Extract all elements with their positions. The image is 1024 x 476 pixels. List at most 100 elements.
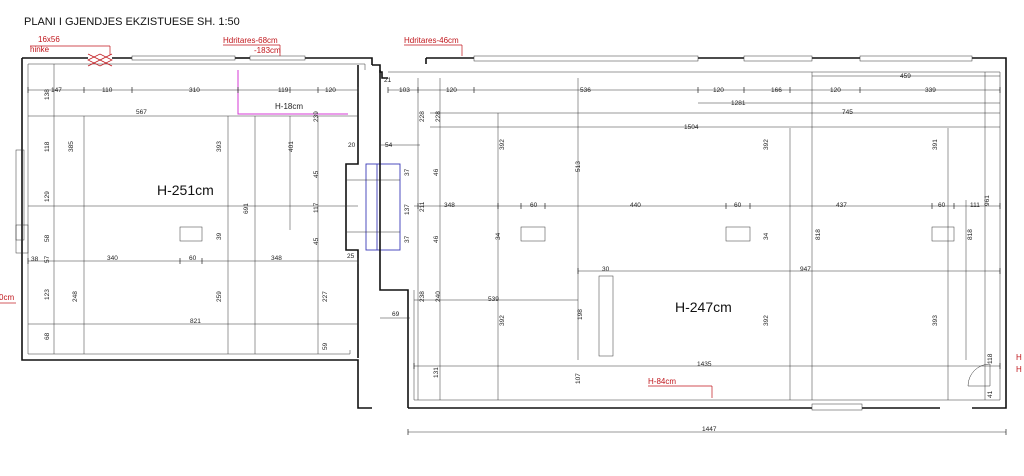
windowsill-right: Hdritares-46cm <box>404 36 459 45</box>
dimension-label: 393 <box>932 315 939 326</box>
dimension-label: 391 <box>932 139 939 150</box>
dimension-label: 58 <box>44 234 51 242</box>
dimension-label: 25 <box>347 253 355 260</box>
dimension-label: 393 <box>216 141 223 152</box>
windowsill-left-a: Hdritares-68cm <box>223 36 278 45</box>
dimension-label: 239 <box>313 111 320 122</box>
dimension-label: 961 <box>984 195 991 206</box>
dimension-label: 118 <box>987 353 994 364</box>
dim-vlines <box>53 64 986 400</box>
partition-block <box>345 64 401 358</box>
dimension-label: 401 <box>288 141 295 152</box>
dimension-label: 340 <box>107 255 118 262</box>
annotations: 16x56 hinke Hdritares-68cm -183cm Hdrita… <box>0 35 1022 398</box>
tick-marks <box>27 87 1007 435</box>
dimension-label: 818 <box>815 229 822 240</box>
dimension-label: 240 <box>435 291 442 302</box>
dimension-label: 348 <box>444 202 455 209</box>
dimension-label: 60 <box>530 202 538 209</box>
dimension-label: 348 <box>271 255 282 262</box>
right-dimensions: 21 103 120 536 120 166 120 339 459 1281 … <box>384 73 994 433</box>
plan-title: PLANI I GJENDJES EKZISTUESE SH. 1:50 <box>24 16 240 28</box>
dimension-label: 60 <box>938 202 946 209</box>
dimension-label: H-18cm <box>275 102 303 111</box>
dimension-label: 110 <box>102 87 113 94</box>
right-column-2 <box>725 226 751 242</box>
left-dimensions: 147 110 310 119 120 567 20 38 340 60 348… <box>31 87 356 350</box>
left-room-walls <box>15 55 373 409</box>
dimension-label: 536 <box>580 87 591 94</box>
dimension-label: 198 <box>577 309 584 320</box>
dimension-label: 138 <box>44 89 51 100</box>
dimension-label: 539 <box>488 296 499 303</box>
dimension-label: 37 <box>404 168 411 176</box>
dimension-label: 228 <box>419 111 426 122</box>
dimension-label: 119 <box>278 87 289 94</box>
dimension-label: 310 <box>189 87 200 94</box>
dimension-label: 440 <box>630 202 641 209</box>
dimension-label: 437 <box>836 202 847 209</box>
dimension-label: 34 <box>763 232 770 240</box>
right-edge-note-a: H <box>1016 353 1022 362</box>
right-column-3 <box>931 226 955 242</box>
dimension-label: 1435 <box>697 361 712 368</box>
dimension-label: 392 <box>763 139 770 150</box>
dim-lines <box>28 75 1006 433</box>
dimension-label: 120 <box>325 87 336 94</box>
dimension-label: 60 <box>734 202 742 209</box>
dimension-label: 21 <box>384 77 392 84</box>
window-size-note: 16x56 <box>38 35 60 44</box>
dimension-label: 211 <box>419 201 426 212</box>
dimension-label: 20 <box>348 142 356 149</box>
dimension-label: 513 <box>575 161 582 172</box>
dimension-label: 38 <box>31 256 39 263</box>
dimension-label: 118 <box>44 141 51 152</box>
dimension-label: 129 <box>44 191 51 202</box>
dimension-label: 37 <box>404 235 411 243</box>
right-column-1 <box>520 226 546 242</box>
left-column <box>179 226 203 242</box>
dimension-label: 111 <box>970 202 980 209</box>
dimension-label: 34 <box>495 232 502 240</box>
dimension-label: 1504 <box>684 124 699 131</box>
dimension-label: 103 <box>399 87 410 94</box>
dimension-label: 57 <box>44 255 51 263</box>
dimension-label: 60 <box>189 255 197 262</box>
dimension-label: 117 <box>313 202 320 213</box>
dimension-label: 238 <box>419 291 426 302</box>
dimension-label: 41 <box>987 390 994 398</box>
beam-outline <box>237 70 348 115</box>
dimension-label: 46 <box>433 168 440 176</box>
dimension-label: 107 <box>575 373 582 384</box>
dimension-label: 123 <box>44 289 51 300</box>
dimension-label: 1281 <box>731 100 746 107</box>
right-edge-note-b: H <box>1016 365 1022 374</box>
dimension-label: 1447 <box>702 426 717 433</box>
windowsill-left-b: -183cm <box>254 46 281 55</box>
dimension-label: 821 <box>190 318 201 325</box>
hinge-window-icon <box>87 53 113 67</box>
dimension-label: 54 <box>385 142 393 149</box>
dimension-label: 166 <box>771 87 782 94</box>
dimension-label: 745 <box>842 109 853 116</box>
dimension-label: 947 <box>800 266 811 273</box>
dimension-label: 45 <box>313 170 320 178</box>
dimension-label: 131 <box>433 367 440 378</box>
dimension-label: 459 <box>900 73 911 80</box>
dimension-label: 120 <box>713 87 724 94</box>
fixtures <box>179 226 955 357</box>
dimension-label: 248 <box>72 291 79 302</box>
dimension-label: 691 <box>243 203 250 214</box>
dimension-label: 385 <box>68 141 75 152</box>
dimension-label: 392 <box>763 315 770 326</box>
dimension-label: 68 <box>44 332 51 340</box>
dimension-label: 30 <box>602 266 610 273</box>
dimension-label: 567 <box>136 109 147 116</box>
beam-pillar <box>598 275 614 357</box>
dimension-label: 392 <box>499 139 506 150</box>
left-room-height: H-251cm <box>157 182 214 198</box>
dimension-label: 392 <box>499 315 506 326</box>
dimension-label: 137 <box>404 204 411 215</box>
dimension-label: 228 <box>435 111 442 122</box>
